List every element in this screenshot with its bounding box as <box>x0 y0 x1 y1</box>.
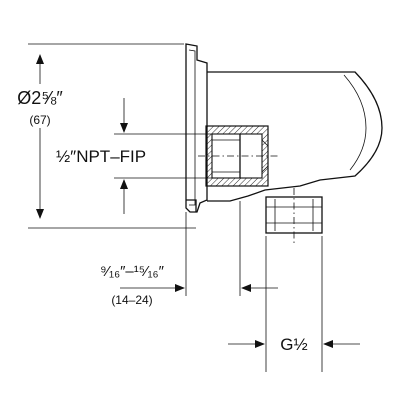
height-metric-label: (67) <box>29 113 50 127</box>
depth-dimension <box>120 201 278 296</box>
depth-metric-label: (14–24) <box>111 293 152 307</box>
depth-imperial-label: ⁹⁄₁₆″–¹⁵⁄₁₆″ <box>100 263 165 280</box>
centre-lines <box>198 155 295 246</box>
outlet-thread-dimension <box>228 236 360 372</box>
outlet-thread-label: G½ <box>280 335 307 354</box>
inlet-thread-dimension <box>114 98 212 214</box>
height-imperial-label: Ø2⅝″ <box>17 88 63 108</box>
wall-flange <box>185 43 208 213</box>
height-dimension <box>28 43 196 229</box>
inlet-thread-label: ½″NPT–FIP <box>56 147 146 166</box>
